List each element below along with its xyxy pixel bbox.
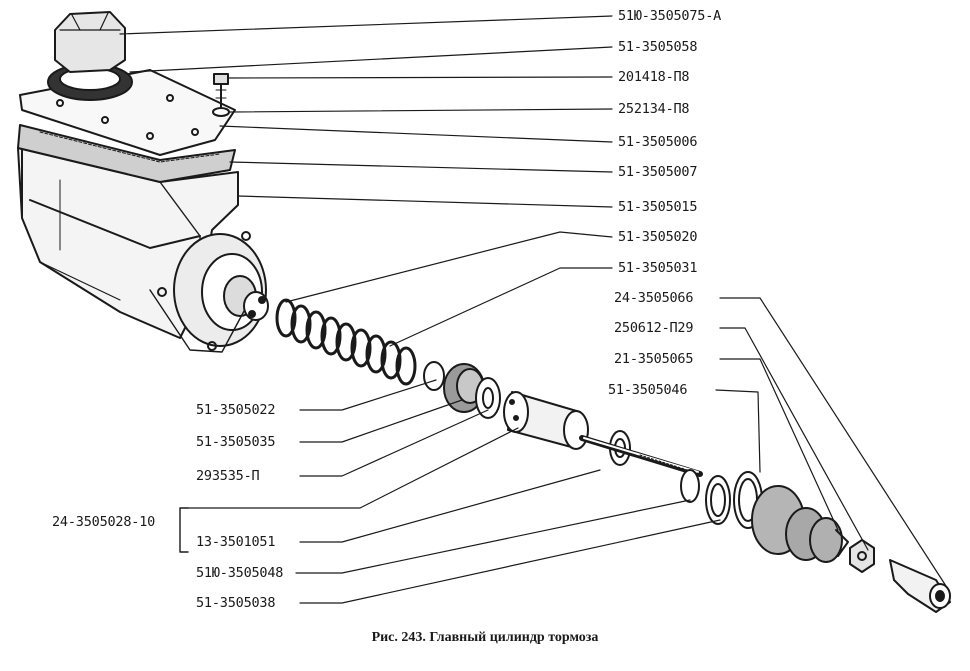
part-label: 51-3505006	[618, 134, 698, 150]
spring-coil	[275, 298, 297, 338]
part-label: 51-3505022	[196, 402, 276, 418]
return-spring	[275, 298, 417, 386]
piston-assembly	[423, 361, 631, 466]
dust-boot	[751, 485, 849, 563]
leader-line	[299, 469, 601, 543]
leader-line	[299, 519, 721, 604]
part-label: 51-3505058	[618, 39, 698, 55]
leader-line	[299, 379, 437, 411]
leader-line	[229, 161, 613, 173]
leader-lines	[119, 15, 947, 604]
part-label: 24-3505066	[614, 290, 694, 306]
leader-line	[285, 231, 613, 303]
rod-clevis	[889, 559, 951, 613]
part-label: 51-3505007	[618, 164, 698, 180]
part-label: 13-3501051	[196, 534, 276, 550]
retaining-rings	[680, 469, 763, 529]
part-label: 51Ю-3505048	[196, 565, 284, 581]
figure-caption: Рис. 243. Главный цилиндр тормоза	[371, 630, 599, 645]
check-valve	[243, 291, 269, 321]
part-label: 51-3505020	[618, 229, 698, 245]
leader-line	[229, 108, 613, 113]
spring-coil	[380, 340, 402, 380]
part-label: 250612-П29	[614, 320, 694, 336]
part-label: 51-3505046	[608, 382, 688, 398]
group-bracket	[179, 507, 189, 553]
spring-coil	[305, 310, 327, 350]
part-label: 201418-П8	[618, 69, 690, 85]
part-label: 21-3505065	[614, 351, 694, 367]
leader-line	[119, 15, 613, 35]
spring-coil	[350, 328, 372, 368]
cover-bolt	[212, 73, 230, 117]
leader-line	[295, 499, 691, 574]
leader-line	[219, 125, 613, 143]
leader-line	[299, 409, 489, 477]
leader-line	[719, 327, 869, 551]
leader-line	[719, 358, 839, 531]
leader-line	[299, 399, 463, 443]
filler-cap	[54, 11, 126, 73]
spring-coil	[395, 346, 417, 386]
reservoir-seal	[47, 63, 133, 101]
part-label: 51-3505038	[196, 595, 276, 611]
cylinder-body	[17, 147, 267, 353]
spring-coil	[335, 322, 357, 362]
part-label: 51Ю-3505075-А	[618, 8, 722, 24]
spring-coil	[320, 316, 342, 356]
lock-nut	[849, 539, 875, 573]
part-label: 51-3505031	[618, 260, 698, 276]
part-label: 51-3505015	[618, 199, 698, 215]
leader-line	[227, 76, 613, 79]
part-label: 51-3505035	[196, 434, 276, 450]
spring-coil	[290, 304, 312, 344]
leader-line	[129, 46, 613, 73]
body-gasket	[17, 124, 236, 183]
leader-line	[719, 297, 947, 587]
leader-line	[237, 195, 613, 208]
push-rod	[579, 435, 703, 477]
leader-line	[715, 389, 761, 473]
group-label: 24-3505028-10	[52, 514, 156, 530]
part-label: 252134-П8	[618, 101, 690, 117]
spring-coil	[365, 334, 387, 374]
leader-line	[389, 267, 613, 347]
part-label: 293535-П	[196, 468, 260, 484]
leader-line	[187, 427, 519, 509]
